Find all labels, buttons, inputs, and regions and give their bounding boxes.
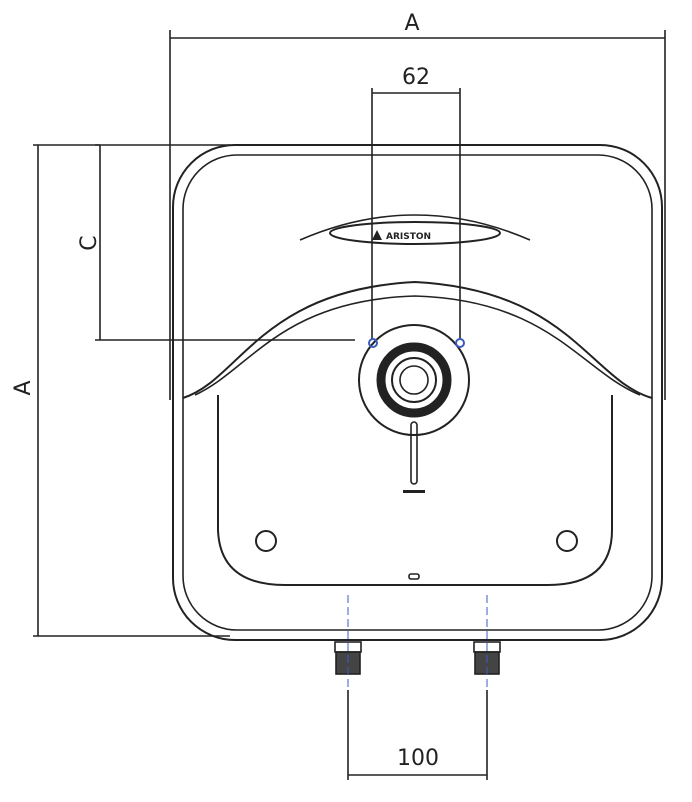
heater-body-outline — [172, 144, 663, 641]
mount-point-right — [455, 338, 465, 348]
dimension-width: A — [169, 11, 666, 400]
dimension-62: 62 — [371, 65, 461, 340]
logo-arc — [299, 214, 531, 241]
dim-label-a-left: A — [11, 380, 36, 395]
dim-label-a-top: A — [404, 11, 419, 36]
logo-text: ARISTON — [386, 232, 431, 242]
dial-bezel — [358, 324, 470, 436]
screw-right-icon — [556, 530, 578, 552]
indicator-led — [408, 573, 420, 580]
lower-panel — [217, 395, 613, 586]
screw-left-icon — [255, 530, 277, 552]
heater-body-inner — [182, 154, 653, 631]
logo-badge — [329, 221, 501, 245]
thermostat-knob — [376, 342, 452, 418]
small-label-mark — [403, 490, 425, 493]
dimension-c: C — [77, 144, 355, 341]
mount-point-left — [368, 338, 378, 348]
dimension-100: 100 — [347, 595, 488, 780]
logo-mark-icon — [372, 230, 382, 240]
knob-inner-ring — [391, 357, 437, 403]
knob-center — [399, 365, 429, 395]
dim-label-100: 100 — [397, 746, 439, 771]
panel-upper-arch — [182, 280, 653, 399]
indicator-strip — [410, 421, 418, 485]
dimension-height: A — [11, 144, 230, 637]
dim-label-c: C — [77, 235, 102, 250]
dim-label-62: 62 — [402, 65, 430, 90]
panel-inner-arch — [194, 295, 641, 396]
